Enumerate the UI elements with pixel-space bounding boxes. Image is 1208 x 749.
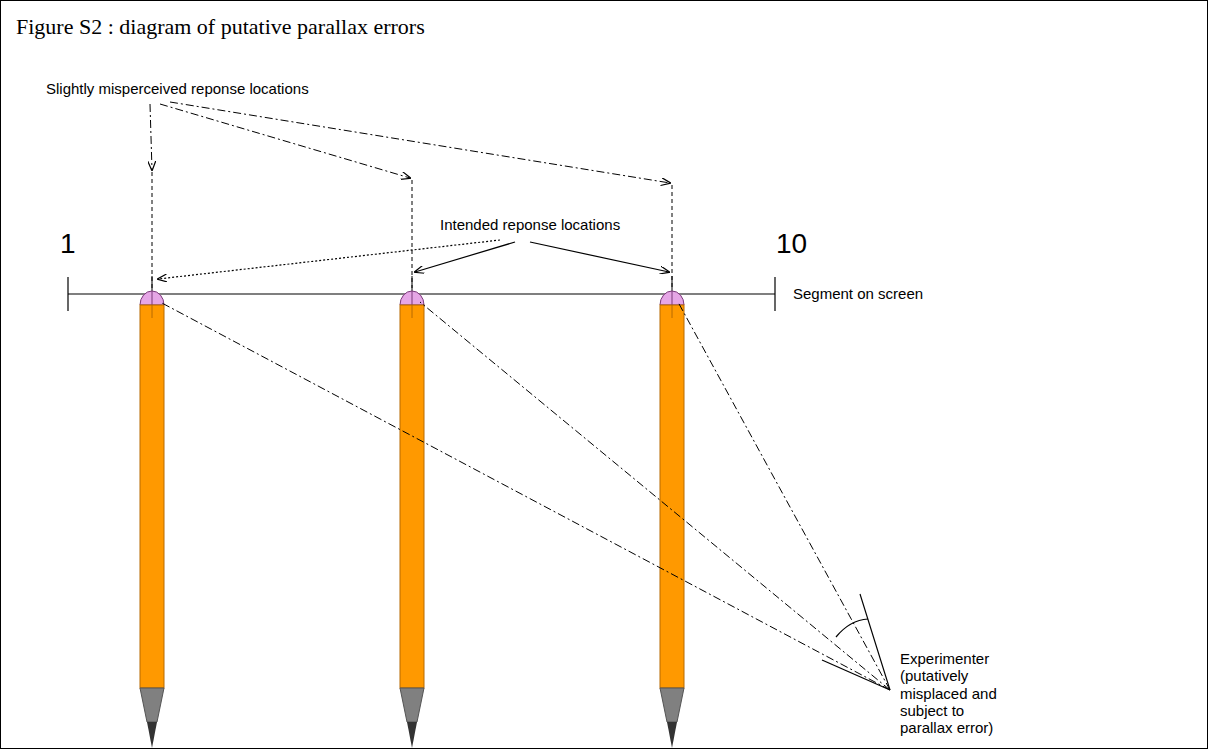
scale-number: 1 bbox=[60, 228, 76, 260]
callout-label: Intended reponse locations bbox=[440, 216, 620, 233]
intended-ticks bbox=[152, 276, 672, 292]
experimenter-label: Experimenter (putatively misplaced and s… bbox=[900, 650, 1012, 736]
callout-label: Slightly misperceived reponse locations bbox=[46, 80, 309, 97]
pencil bbox=[400, 291, 424, 748]
misperceived-arrows bbox=[150, 102, 670, 183]
segment-label: Segment on screen bbox=[793, 285, 923, 302]
scale-number: 10 bbox=[776, 228, 807, 260]
misperceived-markers bbox=[152, 172, 672, 288]
sight-lines bbox=[160, 302, 890, 690]
pencil bbox=[660, 291, 684, 748]
intended-arrows bbox=[158, 240, 669, 279]
pencil bbox=[140, 291, 164, 748]
figure-title: Figure S2 : diagram of putative parallax… bbox=[16, 14, 425, 39]
eye-symbol bbox=[822, 594, 890, 690]
